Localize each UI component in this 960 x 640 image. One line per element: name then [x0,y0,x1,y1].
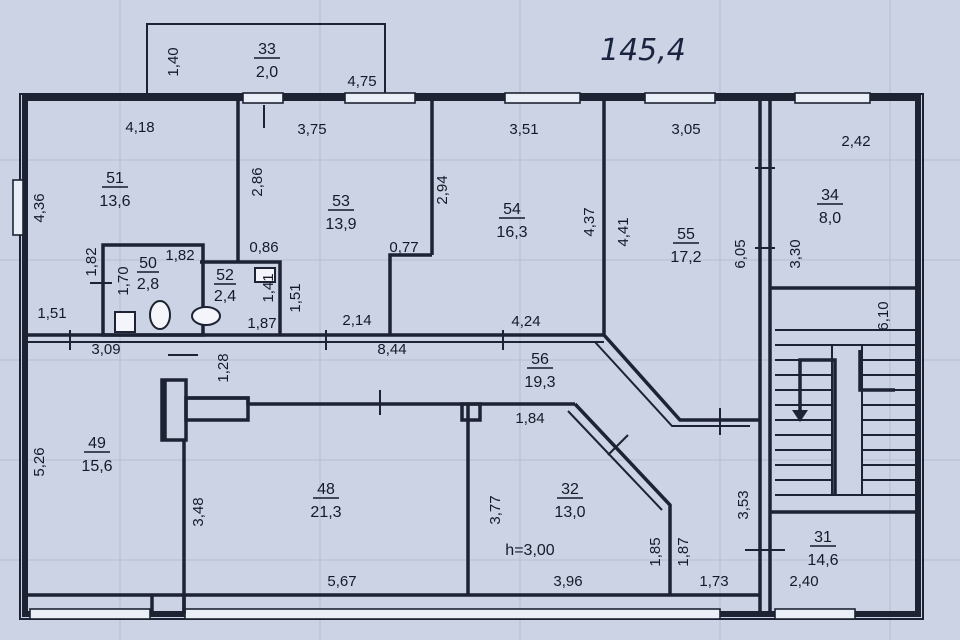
svg-text:48: 48 [317,481,335,498]
svg-text:13,6: 13,6 [99,193,130,210]
svg-text:13,9: 13,9 [325,216,356,233]
room-label: 53 13,9 [325,193,356,233]
dimension-label: 4,24 [511,313,540,330]
sanitary-fixtures [90,267,276,333]
svg-text:15,6: 15,6 [81,458,112,475]
dimension-label: 3,05 [671,121,700,138]
room-label: 34 8,0 [817,187,843,227]
svg-text:51: 51 [106,170,124,187]
dimension-label: 4,18 [125,119,154,136]
room-label: 55 17,2 [670,226,701,266]
svg-text:2,0: 2,0 [256,64,278,81]
dimension-label: 2,86 [249,167,266,196]
svg-text:56: 56 [531,351,549,368]
balcony-outline [146,23,386,96]
dimension-label: 4,36 [31,193,48,222]
dimension-label: 2,42 [841,133,870,150]
dimension-labels: 1,40 4,75 4,18 3,75 3,51 3,05 2,42 4,36 … [31,47,892,590]
dimension-label: 4,37 [581,207,598,236]
svg-text:2,4: 2,4 [214,288,236,305]
svg-text:31: 31 [814,529,832,546]
dimension-label: 5,26 [31,447,48,476]
svg-text:17,2: 17,2 [670,249,701,266]
dimension-label: 3,51 [509,121,538,138]
handwritten-total-area: 145,4 [600,33,686,68]
svg-text:49: 49 [88,435,106,452]
dimension-label: 1,28 [215,353,232,382]
ceiling-height-note: h=3,00 [505,542,554,559]
room-label: 32 13,0 [554,481,585,521]
dimension-label: 1,82 [83,247,100,276]
svg-text:8,0: 8,0 [819,210,841,227]
ventilation-icon [254,267,276,283]
room-labels: 33 2,0 51 13,6 53 13,9 54 16,3 55 17,2 3… [81,41,843,569]
dimension-label: 2,14 [342,312,371,329]
dimension-label: 1,51 [37,305,66,322]
svg-text:14,6: 14,6 [807,552,838,569]
room-label: 50 2,8 [137,255,159,293]
room-label: 52 2,4 [214,267,236,305]
staircase [775,329,918,496]
door-marks [69,105,785,551]
room-label: 51 13,6 [99,170,130,210]
room-label: 33 2,0 [254,41,280,81]
svg-text:53: 53 [332,193,350,210]
dimension-label: 3,09 [91,341,120,358]
svg-text:33: 33 [258,41,276,58]
dimension-label: 3,30 [787,239,804,268]
dimension-label: 1,84 [515,410,544,427]
dimension-label: 4,75 [347,73,376,90]
dimension-label: 0,86 [249,239,278,256]
dimension-label: 2,40 [789,573,818,590]
dimension-label: 1,41 [260,273,277,302]
room-label: 48 21,3 [310,481,341,521]
dimension-label: 1,70 [115,266,132,295]
dimension-label: 5,67 [327,573,356,590]
svg-text:34: 34 [821,187,839,204]
dimension-label: 3,48 [190,497,207,526]
svg-text:21,3: 21,3 [310,504,341,521]
dimension-label: 1,51 [287,283,304,312]
svg-text:32: 32 [561,481,579,498]
svg-text:55: 55 [677,226,695,243]
sink-icon [149,300,171,330]
interior-walls [24,98,918,614]
dimension-label: 3,77 [487,495,504,524]
svg-text:52: 52 [216,267,234,284]
dimension-label: 6,05 [732,239,749,268]
dimension-label: 6,10 [875,301,892,330]
room-label: 54 16,3 [496,201,527,241]
svg-text:2,8: 2,8 [137,276,159,293]
dimension-label: 4,41 [615,217,632,246]
dimension-label: 1,85 [647,537,664,566]
dimension-label: 1,82 [165,247,194,264]
svg-text:54: 54 [503,201,521,218]
dimension-label: 1,87 [675,537,692,566]
toilet-icon [191,306,221,326]
room-label: 56 19,3 [524,351,555,391]
toilet-icon [114,311,136,333]
dimension-label: 1,40 [165,47,182,76]
dimension-label: 2,94 [434,175,451,204]
dimension-label: 3,53 [735,490,752,519]
dimension-label: 3,96 [553,573,582,590]
svg-text:13,0: 13,0 [554,504,585,521]
dimension-label: 1,87 [247,315,276,332]
dimension-label: 0,77 [389,239,418,256]
dimension-label: 1,73 [699,573,728,590]
dimension-label: 3,75 [297,121,326,138]
svg-text:19,3: 19,3 [524,374,555,391]
windows [12,92,871,620]
room-label: 49 15,6 [81,435,112,475]
dimension-label: 8,44 [377,341,406,358]
svg-text:50: 50 [139,255,157,272]
svg-text:16,3: 16,3 [496,224,527,241]
room-label: 31 14,6 [807,529,838,569]
